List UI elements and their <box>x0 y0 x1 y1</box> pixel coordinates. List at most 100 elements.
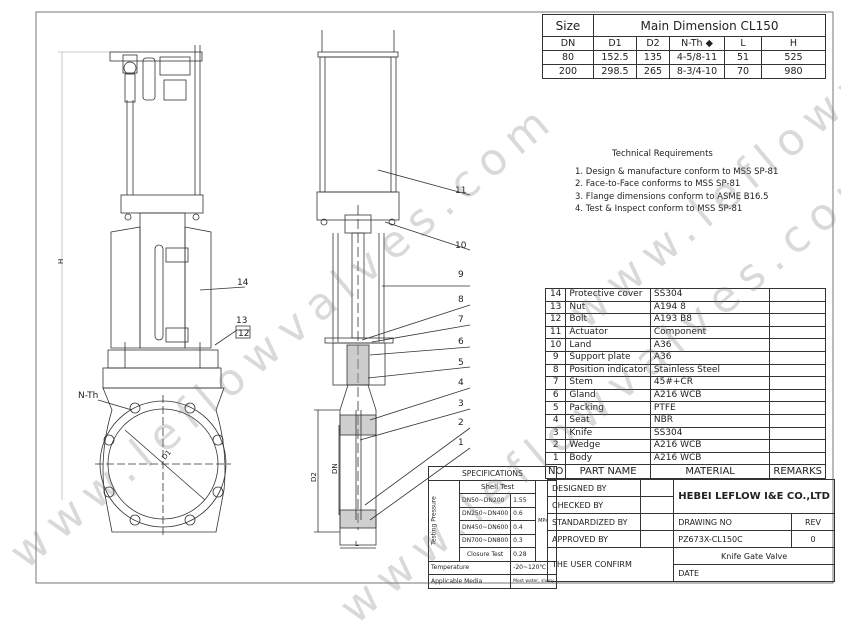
part-material: A216 WCB <box>649 451 771 466</box>
l-label: L <box>355 540 359 548</box>
part-no: 8 <box>544 363 567 378</box>
spec-range: DN50~DN200 <box>458 493 512 508</box>
part-remarks <box>769 401 826 415</box>
header-remarks: REMARKS <box>769 464 826 480</box>
user-confirm-label: THE USER CONFIRM <box>546 547 675 582</box>
part-remarks <box>769 288 826 302</box>
tech-item: 3. Flange dimensions conform to ASME B16… <box>575 191 769 202</box>
spec-value: 1.55 <box>510 493 537 508</box>
approved-by-label: APPROVED BY <box>546 530 642 548</box>
cell: 4-5/8-11 <box>669 50 725 65</box>
cell: 525 <box>761 50 826 65</box>
dimension-title: Main Dimension CL150 <box>593 14 826 37</box>
part-remarks <box>769 325 826 340</box>
rev-label: REV <box>790 513 836 531</box>
cell: 135 <box>636 50 670 65</box>
callout-13: 13 <box>236 316 247 326</box>
part-remarks <box>769 413 826 428</box>
callout-14: 14 <box>237 278 249 288</box>
drawing-no: PZ673X-CL150C <box>673 530 792 548</box>
col-header: N-Th ◆ <box>669 36 725 51</box>
part-remarks <box>769 426 826 441</box>
part-name: Body <box>565 451 651 466</box>
callout-9: 9 <box>458 270 464 280</box>
shell-test-label: Shell Test <box>458 479 537 494</box>
part-no: 9 <box>544 350 567 365</box>
spec-title: SPECIFICATIONS <box>428 466 557 481</box>
part-material: A216 WCB <box>649 388 771 403</box>
part-no: 12 <box>544 313 567 327</box>
part-material: PTFE <box>649 401 771 415</box>
cell: 70 <box>724 64 762 79</box>
cell: 51 <box>724 50 762 65</box>
part-material: SS304 <box>649 426 771 441</box>
rev-value: 0 <box>790 530 836 548</box>
cell: 8-3/4-10 <box>669 64 725 79</box>
callout-1: 1 <box>458 438 464 448</box>
part-remarks <box>769 388 826 403</box>
side-view <box>314 30 471 549</box>
callout-8: 8 <box>458 295 464 305</box>
callout-3: 3 <box>458 399 464 409</box>
header-part-name: PART NAME <box>565 464 651 480</box>
cell: 298.5 <box>593 64 637 79</box>
col-header: L <box>724 36 762 51</box>
tech-item: 2. Face-to-Face conforms to MSS SP-81 <box>575 179 741 189</box>
callout-12: 12 <box>238 329 249 339</box>
technical-requirements: Technical Requirements 1. Design & manuf… <box>575 148 778 216</box>
table-row: 200 298.5 265 8-3/4-10 70 980 <box>542 64 826 79</box>
media-label: Applicable Media <box>427 574 512 589</box>
tech-item: 1. Design & manufacture conform to MSS S… <box>575 166 779 177</box>
cell: 980 <box>761 64 826 79</box>
valve-drawing: 11 10 9 8 7 6 5 4 3 2 1 14 13 12 N-Th H … <box>35 11 834 584</box>
part-material: NBR <box>649 413 771 428</box>
part-no: 11 <box>544 325 567 340</box>
valve-body <box>102 387 226 533</box>
part-no: 7 <box>544 376 567 390</box>
part-no: 10 <box>544 338 567 352</box>
date-label: DATE <box>673 564 835 582</box>
callout-10: 10 <box>455 241 467 251</box>
part-remarks <box>769 439 826 453</box>
actuator-base <box>120 194 204 214</box>
callout-5: 5 <box>458 358 464 368</box>
specifications-table: SPECIFICATIONS Testing Pressure Shell Te… <box>427 466 557 589</box>
cell: 80 <box>542 50 594 65</box>
part-remarks <box>769 300 826 315</box>
spec-value: 0.6 <box>510 506 537 521</box>
product-name: Knife Gate Valve <box>673 547 835 565</box>
cell: 265 <box>636 64 670 79</box>
size-label: Size <box>542 14 594 37</box>
callout-11: 11 <box>455 186 466 196</box>
col-header: D2 <box>636 36 670 51</box>
part-remarks <box>769 376 826 390</box>
closure-test-label: Closure Test <box>458 547 512 562</box>
d2-label: D2 <box>310 472 318 482</box>
header-material: MATERIAL <box>649 464 771 480</box>
main-dimension-table: Size Main Dimension CL150 DN D1 D2 N-Th … <box>542 14 826 79</box>
table-row: 80 152.5 135 4-5/8-11 51 525 <box>542 50 826 65</box>
part-material: 45#+CR <box>649 376 771 390</box>
col-header: DN <box>542 36 594 51</box>
callout-7: 7 <box>458 315 464 325</box>
h-label: H <box>57 259 65 264</box>
callout-6: 6 <box>458 337 464 347</box>
col-header: D1 <box>593 36 637 51</box>
callout-2: 2 <box>458 418 464 428</box>
tech-item: 4. Test & Inspect conform to MSS SP-81 <box>575 204 743 214</box>
part-remarks <box>769 350 826 365</box>
spec-value: 0.3 <box>510 533 537 548</box>
standardized-by-label: STANDARDIZED BY <box>546 513 642 531</box>
air-filter-regulator <box>109 51 203 62</box>
col-header: H <box>761 36 826 51</box>
cell: 152.5 <box>593 50 637 65</box>
closure-test-value: 0.28 <box>510 547 537 562</box>
